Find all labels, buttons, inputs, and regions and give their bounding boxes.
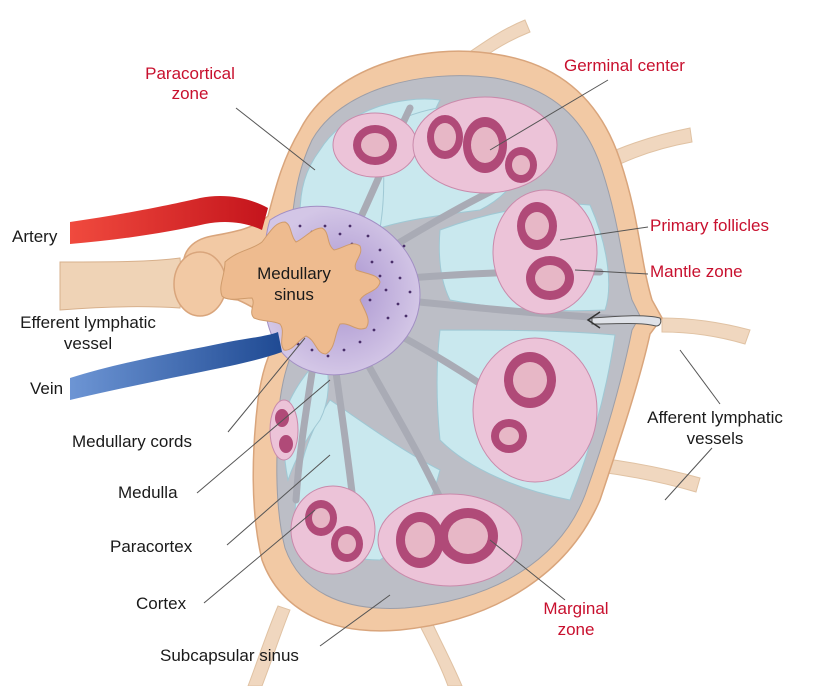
label-efferent-lymphatic-vessel: Efferent lymphatic vessel (8, 312, 168, 354)
label-paracortex: Paracortex (110, 537, 192, 557)
label-subcapsular-sinus: Subcapsular sinus (160, 646, 299, 666)
follicle-right-cluster (493, 190, 597, 314)
follicle-top-left (333, 113, 417, 177)
label-paracortical-zone-text: Paracortical zone (128, 64, 252, 104)
label-primary-follicles: Primary follicles (650, 216, 769, 236)
label-medullary-sinus: Medullary sinus (244, 263, 344, 305)
label-medulla: Medulla (118, 483, 178, 503)
label-artery: Artery (12, 227, 57, 247)
label-medullary-cords: Medullary cords (72, 432, 192, 452)
label-efferent-lymphatic-vessel-text: Efferent lymphatic vessel (8, 312, 168, 354)
hilum (174, 252, 226, 316)
label-germinal-center: Germinal center (564, 56, 685, 76)
label-marginal-zone: Marginal zone (528, 598, 624, 640)
leader-afferent (680, 350, 720, 404)
label-afferent-lymphatic-vessels: Afferent lymphatic vessels (630, 407, 800, 449)
follicle-small-left (270, 400, 298, 460)
afferent-vessel-bottom (418, 618, 462, 686)
label-vein: Vein (30, 379, 63, 399)
follicle-top-cluster (413, 97, 557, 193)
follicle-right-lower (473, 338, 597, 482)
label-mantle-zone: Mantle zone (650, 262, 743, 282)
label-medullary-sinus-text: Medullary sinus (244, 263, 344, 305)
follicle-bottom-cluster (378, 494, 522, 586)
label-afferent-lymphatic-vessels-text: Afferent lymphatic vessels (630, 407, 800, 449)
label-cortex: Cortex (136, 594, 186, 614)
efferent-lymphatic-vessel (60, 258, 182, 310)
label-paracortical-zone: Paracortical zone (128, 64, 252, 104)
label-marginal-zone-text: Marginal zone (528, 598, 624, 640)
afferent-vessel-lower-right (600, 458, 700, 492)
afferent-vessel-right (662, 318, 750, 344)
follicle-bottom-left (291, 486, 375, 574)
